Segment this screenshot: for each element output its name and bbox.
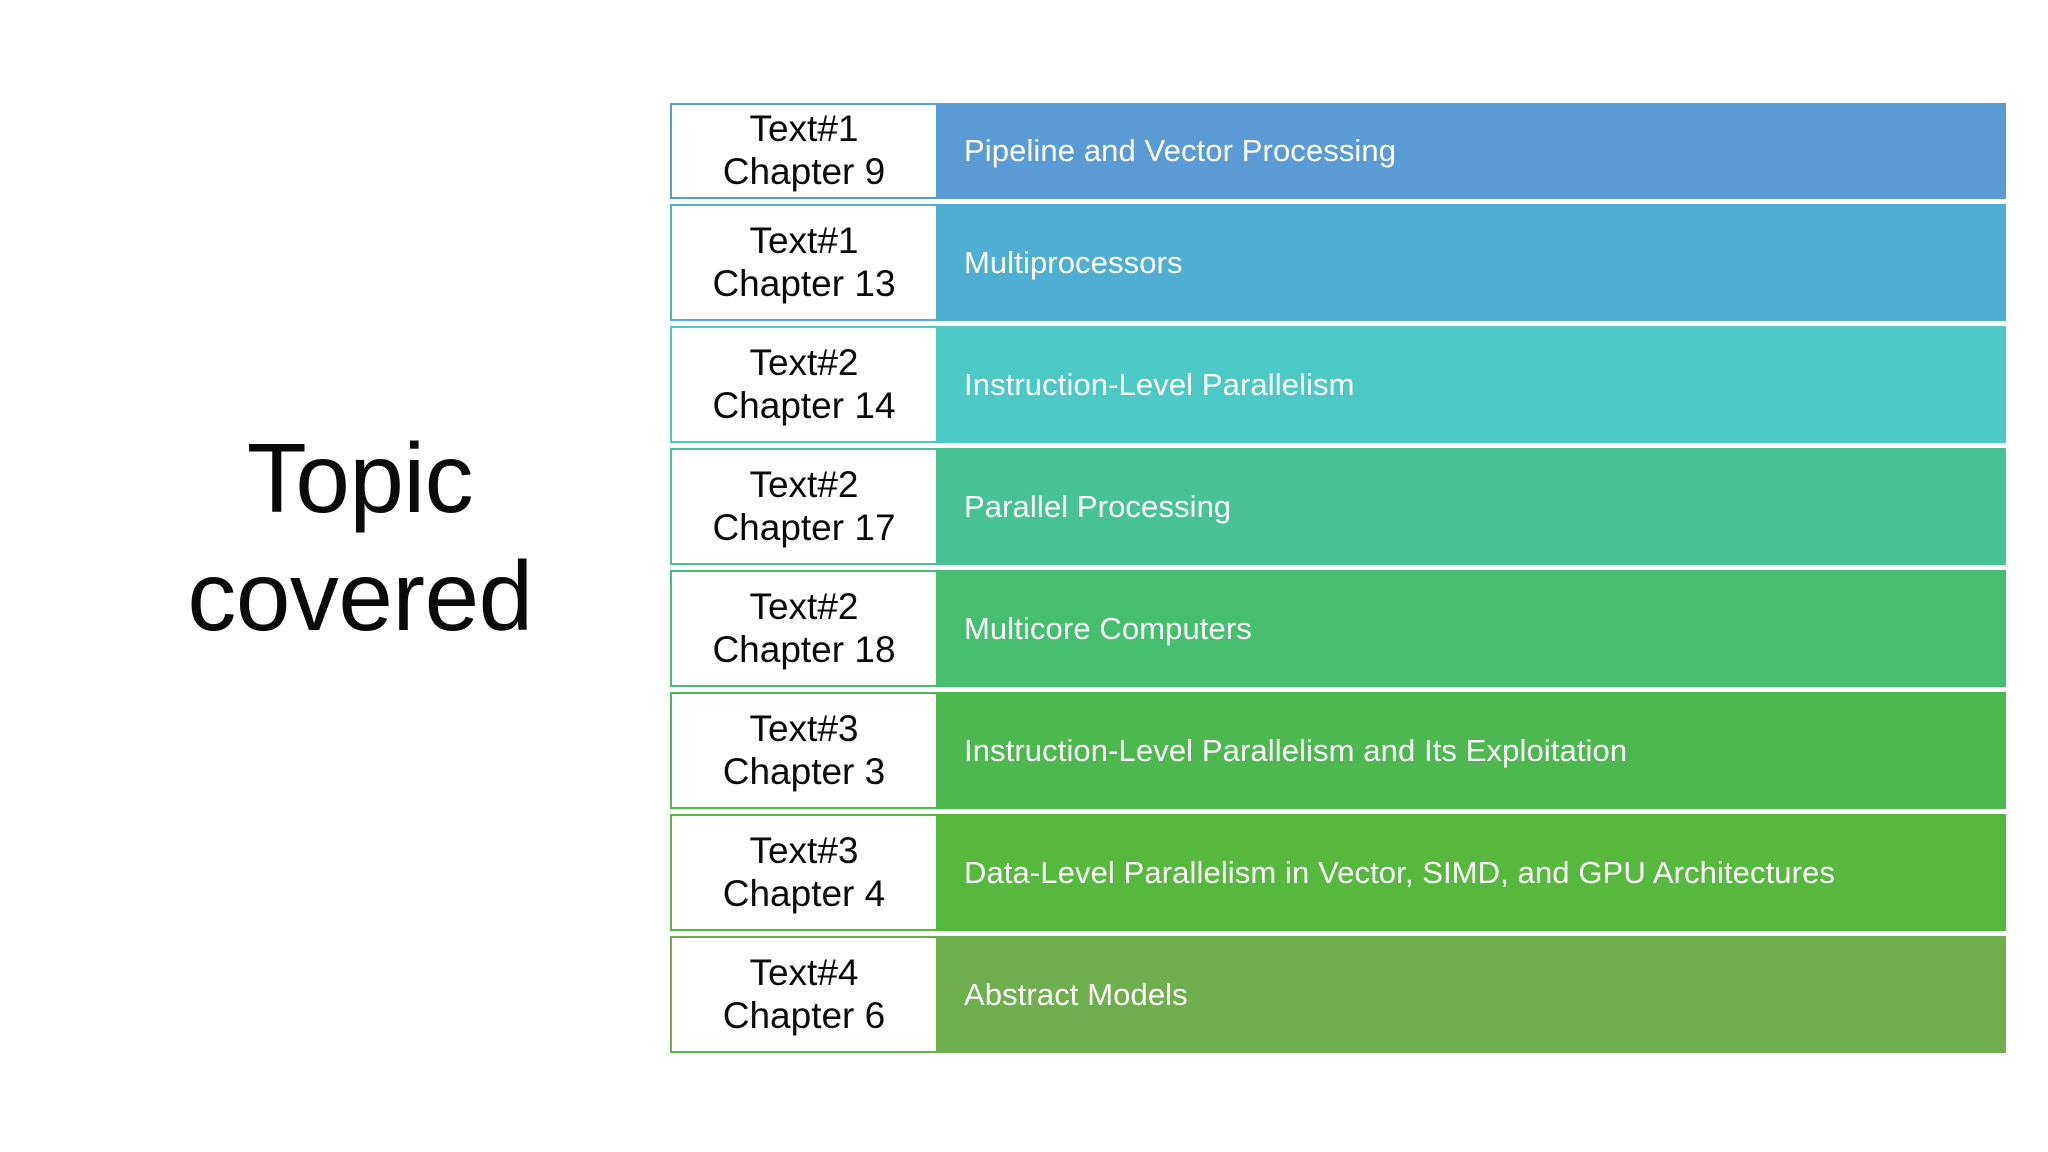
- row-text-label: Text#1: [749, 108, 859, 150]
- row-topic-bar[interactable]: Multicore Computers: [938, 570, 2006, 687]
- row-topic-label: Abstract Models: [964, 976, 1188, 1012]
- row-chapter-label: Chapter 4: [722, 872, 886, 914]
- row-chapter-label: Chapter 17: [712, 506, 896, 548]
- row-text-label: Text#2: [749, 585, 859, 627]
- row-topic-bar[interactable]: Instruction-Level Parallelism: [938, 326, 2006, 443]
- row-chapter-label: Chapter 13: [712, 262, 896, 304]
- row-chapter-label: Chapter 14: [712, 384, 896, 426]
- row-topic-bar[interactable]: Pipeline and Vector Processing: [938, 103, 2006, 199]
- row-topic-label: Multicore Computers: [964, 610, 1252, 646]
- row-chapter-label: Chapter 18: [712, 628, 896, 670]
- row-chapter-label: Chapter 3: [722, 750, 886, 792]
- page-title: Topic covered: [100, 420, 620, 655]
- row-text-label: Text#3: [749, 707, 859, 749]
- page-title-line-2: covered: [187, 540, 533, 651]
- row-topic-bar[interactable]: Multiprocessors: [938, 204, 2006, 321]
- row-text-label: Text#1: [749, 219, 859, 261]
- row-topic-label: Instruction-Level Parallelism and Its Ex…: [964, 732, 1628, 768]
- row-text-label: Text#2: [749, 341, 859, 383]
- row-topic-bar[interactable]: Instruction-Level Parallelism and Its Ex…: [938, 692, 2006, 809]
- row-text-label: Text#4: [749, 951, 859, 993]
- row-topic-bar[interactable]: Data-Level Parallelism in Vector, SIMD, …: [938, 814, 2006, 931]
- row-text-label: Text#3: [749, 829, 859, 871]
- page-title-line-1: Topic: [246, 423, 474, 533]
- row-topic-label: Data-Level Parallelism in Vector, SIMD, …: [964, 854, 1836, 890]
- row-text-label: Text#2: [749, 463, 859, 505]
- row-topic-label: Pipeline and Vector Processing: [964, 133, 1397, 168]
- row-chapter-label: Chapter 9: [722, 151, 886, 192]
- row-topic-bar[interactable]: Parallel Processing: [938, 448, 2006, 565]
- row-topic-label: Parallel Processing: [964, 488, 1232, 524]
- row-topic-bar[interactable]: Abstract Models: [938, 936, 2006, 1053]
- row-topic-label: Instruction-Level Parallelism: [964, 366, 1355, 402]
- row-chapter-label: Chapter 6: [722, 994, 886, 1036]
- row-topic-label: Multiprocessors: [964, 244, 1183, 280]
